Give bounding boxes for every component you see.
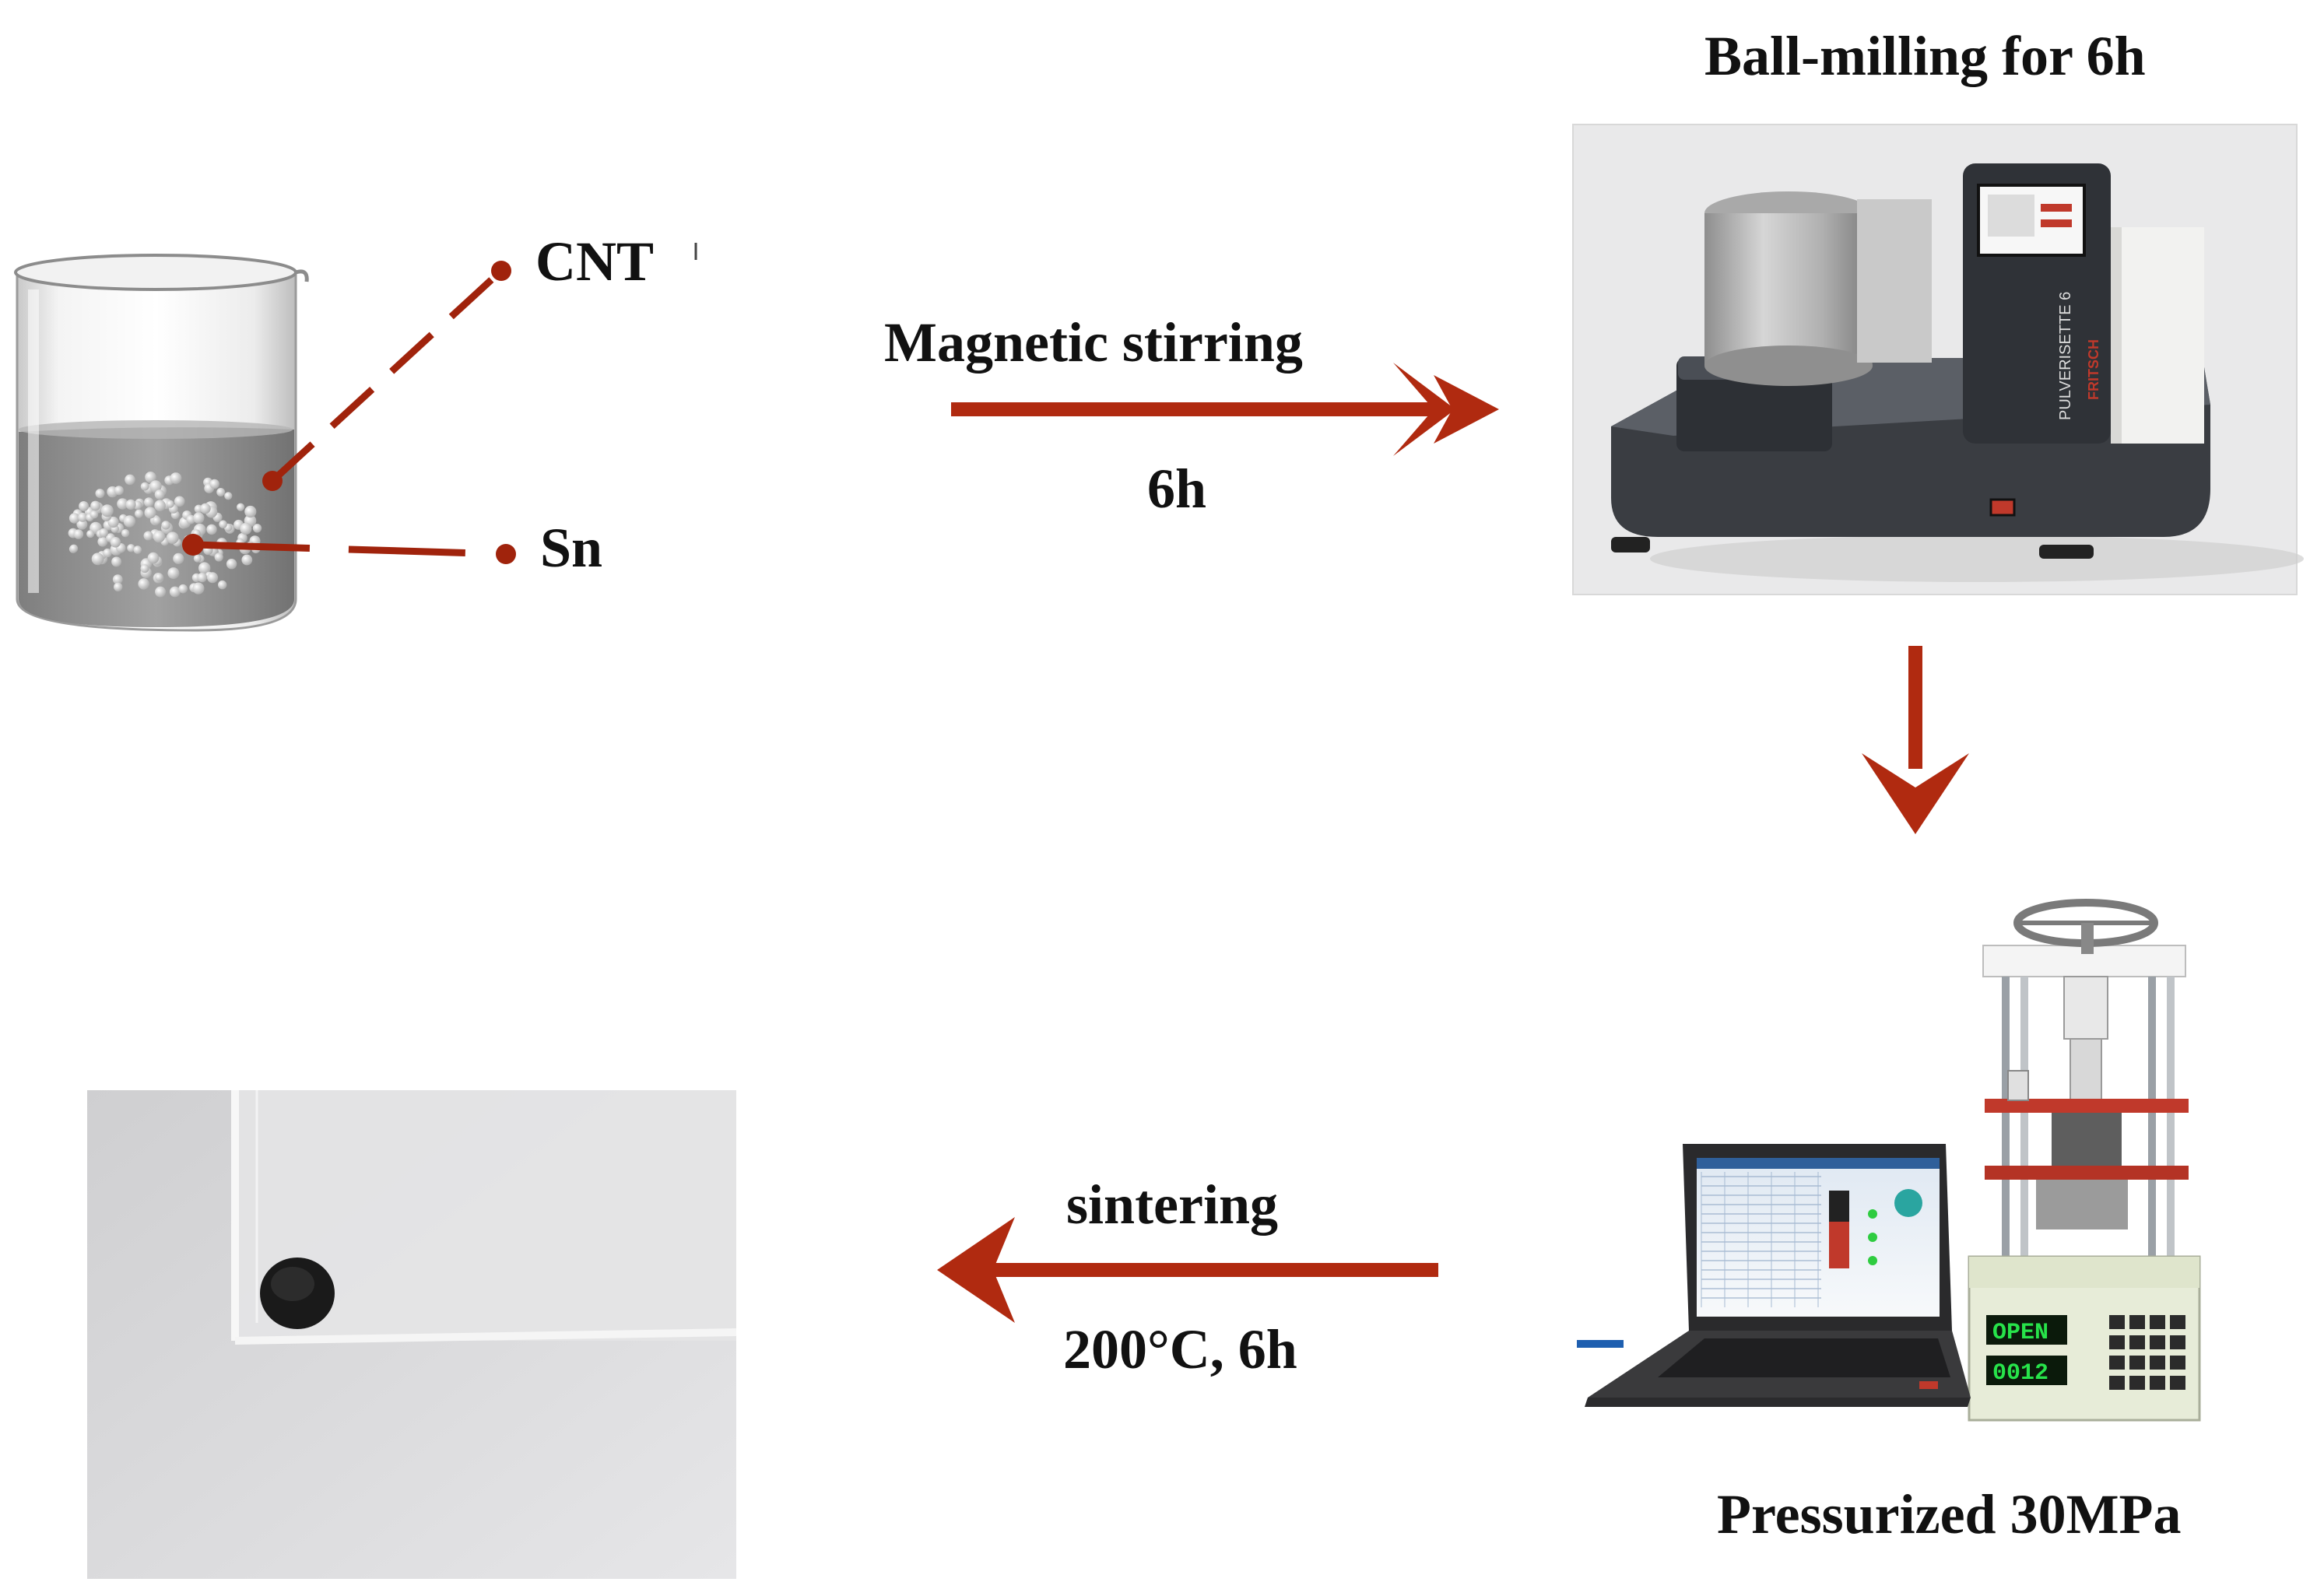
cnt-label: CNT xyxy=(535,230,655,293)
mill-logo: FRITSCH xyxy=(2086,339,2101,400)
mill-brand-text: PULVERISETTE 6 xyxy=(2057,292,2074,420)
arrow-down xyxy=(1862,646,1969,834)
sn-leader xyxy=(182,534,516,564)
sn-label: Sn xyxy=(540,517,603,579)
ball-mill-photo: PULVERISETTE 6 FRITSCH xyxy=(1572,124,2304,595)
press-keypad xyxy=(2109,1315,2185,1390)
press-display-bottom: 0012 xyxy=(1992,1360,2048,1387)
cnt-leader xyxy=(262,261,511,491)
arrow-sintering xyxy=(937,1217,1438,1323)
sintering-label: sintering xyxy=(1066,1173,1279,1236)
laptop-screen-table xyxy=(1701,1172,1821,1307)
sintered-pellet-photo xyxy=(87,1090,737,1579)
stirring-time-label: 6h xyxy=(1147,458,1207,520)
sintering-condition-label: 200°C, 6h xyxy=(1063,1318,1297,1380)
arrow-stirring xyxy=(951,363,1499,456)
beaker xyxy=(14,254,309,632)
pressurized-label: Pressurized 30MPa xyxy=(1717,1483,2182,1545)
ball-milling-label: Ball-milling for 6h xyxy=(1704,25,2146,87)
press-apparatus-photo: OPEN 0012 xyxy=(1577,899,2201,1422)
press-display-top: OPEN xyxy=(1992,1320,2048,1346)
magnetic-stirring-label: Magnetic stirring xyxy=(884,311,1303,374)
